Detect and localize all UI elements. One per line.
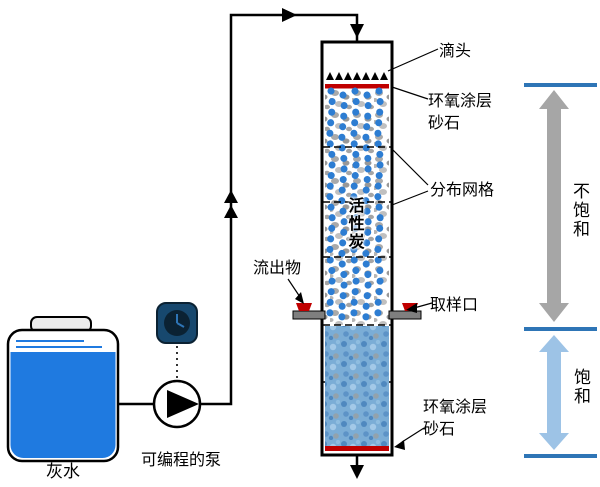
unsaturated-arrow — [539, 90, 569, 322]
pump — [152, 379, 202, 429]
epoxy-layer-bottom — [325, 446, 389, 451]
arrow-epoxy-bottom-icon — [394, 440, 405, 450]
sampling-port-left — [292, 303, 326, 320]
flow-arrows — [224, 8, 364, 479]
leader-lines — [287, 48, 439, 443]
leader-grid-1 — [391, 148, 429, 186]
leader-grid-2 — [391, 190, 429, 206]
activated-carbon-label: 活性炭 — [345, 197, 365, 251]
pump-label: 可编程的泵 — [140, 450, 221, 469]
arrow-sampling-icon — [406, 303, 417, 313]
zone-divider-top — [524, 83, 597, 87]
arrow-effluent-icon — [295, 292, 304, 304]
effluent-label: 流出物 — [253, 258, 302, 277]
filter-column — [320, 40, 394, 457]
saturated-arrow — [539, 335, 569, 450]
epoxy-layer-top — [325, 84, 389, 89]
zone-indicators — [524, 83, 597, 458]
gray-water-label: 灰水 — [46, 462, 80, 482]
tank-water — [10, 352, 116, 458]
epoxy-sand-top-label: 环氧涂层 砂石 — [428, 91, 493, 132]
distribution-grid-label: 分布网格 — [430, 180, 495, 199]
drip-head-label: 滴头 — [439, 41, 472, 60]
leader-drip-head — [387, 48, 439, 72]
arrow-right-icon — [282, 8, 297, 22]
arrow-down-icon — [350, 465, 364, 479]
arrow-up-icon — [224, 205, 238, 218]
epoxy-sand-bottom-label: 环氧涂层 砂石 — [423, 397, 488, 438]
leader-effluent — [287, 278, 301, 298]
pump-impeller-icon — [167, 390, 199, 418]
leader-epoxy-top — [391, 86, 429, 100]
saturated-bed — [325, 326, 389, 446]
controller-icon — [156, 302, 198, 380]
dial-hand — [176, 322, 185, 328]
saturated-label: 饱和 — [569, 368, 590, 406]
leader-epoxy-bottom — [401, 427, 425, 443]
zone-divider-middle — [524, 327, 597, 331]
arrow-up-icon — [224, 190, 238, 203]
arrow-down-icon — [350, 24, 364, 38]
unsaturated-label: 不饱和 — [568, 182, 589, 239]
sampling-port-label: 取样口 — [430, 295, 479, 314]
leader-arrowheads — [295, 292, 417, 450]
water-tank — [6, 316, 120, 463]
drip-heads-icon — [326, 72, 388, 80]
zone-divider-bottom — [524, 454, 597, 458]
